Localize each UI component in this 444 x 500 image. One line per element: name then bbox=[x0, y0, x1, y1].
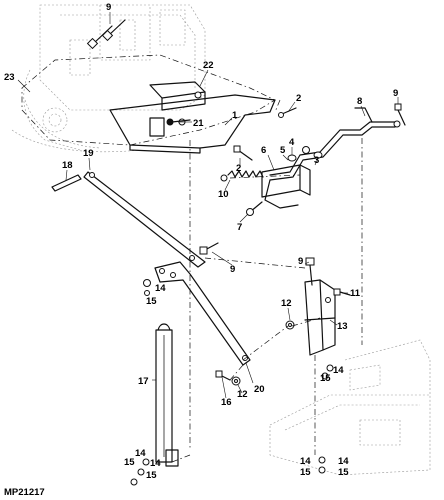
callout-18: 18 bbox=[62, 160, 73, 171]
bolt-16 bbox=[215, 370, 231, 381]
callout-15: 15 bbox=[300, 467, 311, 478]
alignment-lines bbox=[171, 99, 363, 463]
callout-9: 9 bbox=[298, 256, 303, 267]
callout-6: 6 bbox=[261, 145, 266, 156]
callout-14: 14 bbox=[135, 448, 146, 459]
link-rod-17 bbox=[155, 323, 179, 467]
callout-4: 4 bbox=[289, 137, 295, 148]
callout-17: 17 bbox=[138, 376, 149, 387]
callout-2: 2 bbox=[236, 163, 241, 174]
callout-23: 23 bbox=[4, 72, 15, 83]
callout-12: 12 bbox=[281, 298, 292, 309]
bracket-22 bbox=[149, 81, 206, 111]
callout-5: 5 bbox=[280, 145, 286, 156]
fastener-14-15-right bbox=[321, 364, 334, 380]
callout-14: 14 bbox=[150, 458, 161, 469]
callout-14: 14 bbox=[338, 456, 349, 467]
callout-10: 10 bbox=[218, 189, 229, 200]
machine-frame-ghost bbox=[11, 4, 206, 153]
washer-5 bbox=[287, 154, 297, 162]
callout-16: 16 bbox=[221, 397, 232, 408]
callout-12: 12 bbox=[237, 389, 248, 400]
bolt-9-right bbox=[305, 257, 315, 286]
washer-12-left bbox=[231, 376, 241, 386]
callout-7: 7 bbox=[237, 222, 242, 233]
lever-19 bbox=[83, 171, 206, 268]
leader-lines bbox=[17, 12, 399, 399]
shift-rod-8 bbox=[264, 107, 401, 209]
callout-8: 8 bbox=[357, 96, 362, 107]
screw-2-top bbox=[278, 107, 297, 118]
bolt-21 bbox=[166, 118, 191, 126]
callout-9: 9 bbox=[393, 88, 398, 99]
callout-13: 13 bbox=[337, 321, 348, 332]
callout-15: 15 bbox=[146, 296, 157, 307]
fastener-14-15-base bbox=[318, 456, 326, 474]
nut-4 bbox=[302, 146, 310, 154]
pin-7 bbox=[246, 201, 263, 216]
fastener-14-15-bottom bbox=[130, 458, 150, 486]
spring-10 bbox=[220, 170, 264, 182]
callout-20: 20 bbox=[254, 384, 265, 395]
callout-11: 11 bbox=[350, 288, 361, 299]
fastener-14-15-left bbox=[143, 279, 151, 296]
bolt-group-top-left bbox=[86, 19, 126, 50]
bracket-13 bbox=[304, 279, 336, 356]
callout-9: 9 bbox=[230, 264, 235, 275]
washer-12-right bbox=[285, 320, 295, 330]
callout-14: 14 bbox=[155, 283, 166, 294]
callout-1: 1 bbox=[232, 110, 238, 121]
callout-2: 2 bbox=[296, 93, 301, 104]
callout-19: 19 bbox=[83, 148, 94, 159]
callout-9: 9 bbox=[106, 2, 111, 13]
callout-21: 21 bbox=[193, 118, 204, 129]
callout-15: 15 bbox=[320, 373, 331, 384]
frame-outline-23 bbox=[21, 54, 276, 146]
callout-15: 15 bbox=[338, 467, 349, 478]
callout-15: 15 bbox=[124, 457, 135, 468]
callout-15: 15 bbox=[146, 470, 157, 481]
base-casting-ghost bbox=[269, 339, 431, 476]
bracket-6 bbox=[261, 164, 311, 198]
screw-2-lower bbox=[233, 145, 253, 161]
callout-3: 3 bbox=[314, 155, 319, 166]
callout-14: 14 bbox=[300, 456, 311, 467]
callout-22: 22 bbox=[203, 60, 214, 71]
callout-labels: 23 9 22 21 1 2 8 9 2 6 4 5 3 10 7 18 19 … bbox=[4, 2, 398, 481]
lever-20 bbox=[154, 261, 251, 366]
link-18 bbox=[51, 174, 82, 192]
bolt-9-lever bbox=[199, 242, 219, 255]
bolt-11 bbox=[333, 288, 351, 296]
callout-14: 14 bbox=[333, 365, 344, 376]
figure-id: MP21217 bbox=[4, 487, 45, 498]
